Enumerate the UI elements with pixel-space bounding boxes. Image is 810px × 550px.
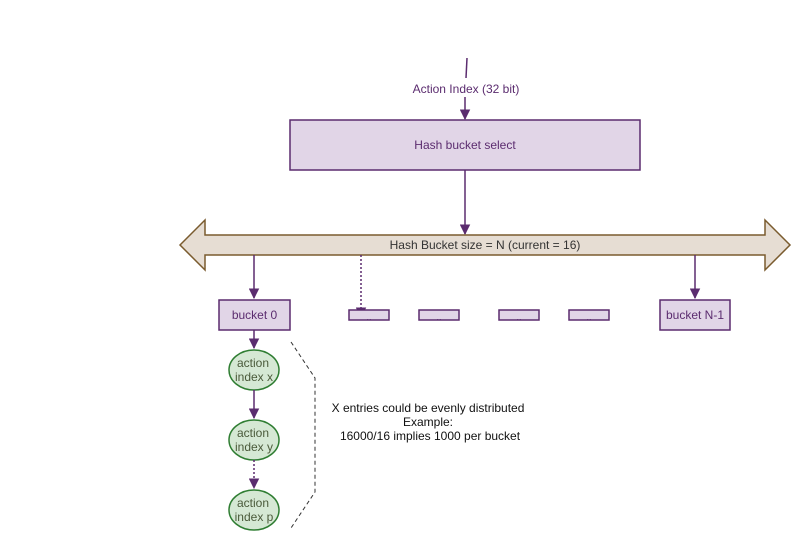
bucket-0-label: bucket 0 — [232, 308, 278, 322]
hash-select-label: Hash bucket select — [414, 138, 516, 152]
note-line-3: 16000/16 implies 1000 per bucket — [340, 429, 521, 443]
placeholder-bucket-label: .. — [436, 312, 441, 322]
entry-index-x-line2: index x — [235, 370, 273, 384]
entry-index-p-node — [228, 489, 280, 531]
bucket-bus-arrow — [178, 218, 792, 272]
entries-brace — [290, 341, 316, 529]
placeholder-bucket-label: .. — [366, 312, 371, 322]
placeholder-bucket — [418, 309, 460, 321]
bucket-n-1-label: bucket N-1 — [666, 308, 724, 322]
placeholder-bucket — [498, 309, 540, 321]
note-line-2: Example: — [403, 415, 453, 429]
placeholder-bucket — [568, 309, 610, 321]
placeholder-bucket-label: .. — [586, 312, 591, 322]
placeholder-bucket-label: .. — [516, 312, 521, 322]
entry-index-p-line1: action — [237, 496, 269, 510]
entry-index-p-line2: index p — [235, 510, 274, 524]
note-line-1: X entries could be evenly distributed — [332, 401, 525, 415]
entry-index-y-line1: action — [237, 426, 269, 440]
placeholder-bucket — [348, 309, 390, 321]
bus-label: Hash Bucket size = N (current = 16) — [390, 238, 581, 252]
entry-index-x-line1: action — [237, 356, 269, 370]
input-label: Action Index (32 bit) — [413, 82, 520, 96]
input-tick — [465, 57, 468, 79]
entry-index-y-line2: index y — [235, 440, 273, 454]
bucket-n-1-box — [659, 299, 731, 331]
